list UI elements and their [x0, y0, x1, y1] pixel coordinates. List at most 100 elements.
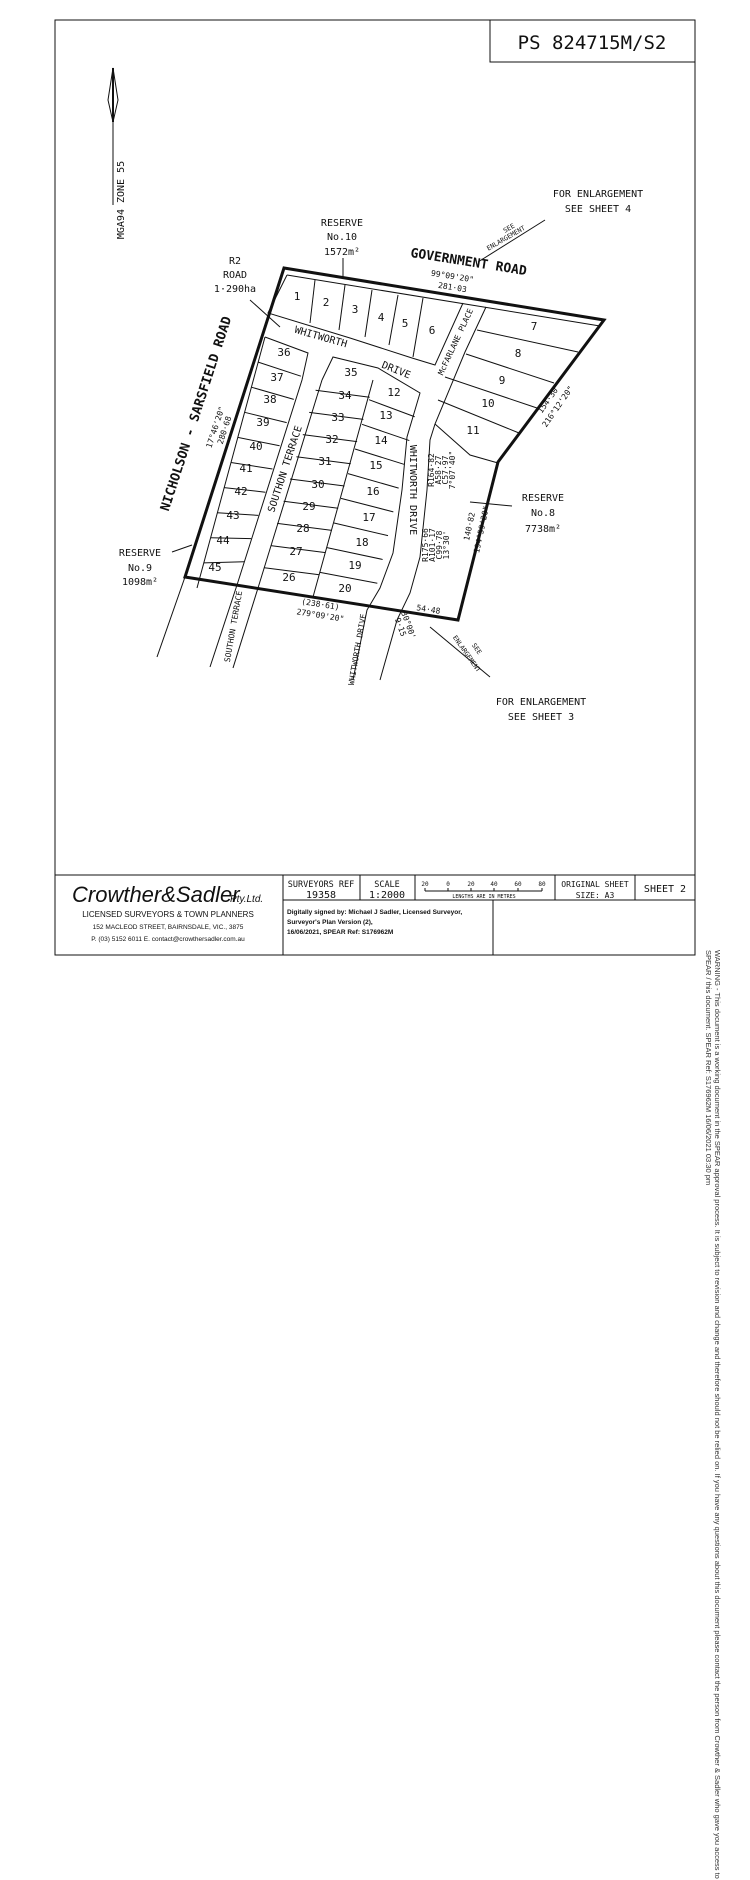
scale-bar [424, 888, 543, 892]
surveyors-ref: 19358 [306, 890, 336, 901]
scale-caption: LENGTHS ARE IN METRES [452, 894, 515, 900]
lot-38: 38 [263, 393, 276, 406]
lot-divider [230, 462, 273, 470]
lot-divider [319, 571, 378, 584]
reserve-10-title: RESERVE [321, 218, 363, 229]
lot-41: 41 [239, 462, 252, 475]
reserve-9-area: 1098m² [122, 577, 158, 588]
firm-tagline: LICENSED SURVEYORS & TOWN PLANNERS [82, 910, 254, 919]
plan-number-box [489, 19, 696, 63]
lot-divider [210, 537, 252, 540]
reserve-8-title: RESERVE [522, 493, 564, 504]
lot-27: 27 [289, 545, 302, 558]
warning-text: WARNING - This document is a working doc… [704, 950, 722, 1879]
sheet-number: SHEET 2 [644, 884, 686, 895]
lot-9: 9 [499, 374, 506, 387]
reserve-9-number: No.9 [128, 563, 152, 574]
subdivision-boundary [183, 266, 607, 622]
curve1-arc: A58·27 [434, 455, 443, 484]
survey-plan: PS 824715M/S2 MGA94 ZONE 55 [54, 19, 696, 956]
lot-divider [368, 399, 415, 418]
lot-42: 42 [234, 485, 247, 498]
reserve-10-area: 1572m² [324, 247, 360, 258]
scale-tick-4: 40 [490, 881, 498, 888]
lot-34: 34 [338, 389, 352, 402]
lot-28: 28 [296, 522, 309, 535]
road-r2-label: R2 ROAD 1·290ha [214, 256, 281, 328]
lot-19: 19 [348, 559, 361, 572]
enlargement-top-line1: FOR ENLARGEMENT [553, 189, 643, 200]
lot-29: 29 [302, 500, 315, 513]
lot-divider [302, 434, 358, 443]
lot-3: 3 [352, 303, 359, 316]
lot-35: 35 [344, 366, 357, 379]
lot-divider [361, 423, 410, 442]
r2-type: ROAD [223, 270, 247, 281]
lot-divider [354, 448, 405, 465]
lot-33: 33 [331, 411, 344, 424]
r2-title: R2 [229, 256, 241, 267]
lot-dividers [203, 361, 415, 584]
lot-36: 36 [277, 346, 290, 359]
r2-area: 1·290ha [214, 284, 256, 295]
scale-tick-6: 80 [538, 881, 546, 888]
lot-divider [296, 456, 351, 465]
lot-divider [237, 436, 280, 447]
lot-divider [340, 497, 394, 513]
lot-divider [333, 522, 389, 537]
lot-divider [251, 386, 294, 400]
scale-label: SCALE [374, 880, 400, 890]
lot-32: 32 [325, 433, 338, 446]
zone-label: MGA94 ZONE 55 [116, 161, 127, 239]
lot-4: 4 [378, 311, 385, 324]
lot-divider [224, 487, 266, 493]
curve1-angle: 7°07'40" [448, 451, 457, 490]
lot-37: 37 [270, 371, 283, 384]
lot-15: 15 [369, 459, 382, 472]
curve1-radius: R164·82 [427, 453, 436, 487]
lot-divider [289, 478, 345, 487]
bottom-right-length: 54·48 [416, 603, 441, 616]
lot-18: 18 [355, 536, 368, 549]
lot-divider [270, 545, 326, 554]
lot-labels: 1 2 3 4 5 6 7 8 9 10 11 12 13 14 15 16 1… [208, 290, 537, 595]
reserve-8-label: RESERVE No.8 7738m² [469, 493, 564, 535]
lot-2: 2 [323, 296, 330, 309]
lot-divider [203, 561, 245, 564]
curve1-chord: C57·97 [441, 455, 450, 484]
lot-31: 31 [318, 455, 331, 468]
enlargement-bottom-line1: FOR ENLARGEMENT [496, 697, 586, 708]
lot-20: 20 [338, 582, 351, 595]
top-length: 281·03 [437, 281, 467, 294]
signature-line-3: 16/06/2021, SPEAR Ref: S176962M [287, 929, 393, 936]
signature-line-1: Digitally signed by: Michael J Sadler, L… [287, 909, 462, 916]
reserve-9-label: RESERVE No.9 1098m² [119, 544, 193, 588]
surveyors-ref-label: SURVEYORS REF [288, 880, 355, 890]
scale-tick-1: 20 [421, 881, 429, 888]
lot-divider [258, 361, 302, 377]
lot-17: 17 [362, 511, 375, 524]
lot-40: 40 [249, 440, 262, 453]
firm-address: 152 MACLEOD STREET, BAIRNSDALE, VIC., 38… [93, 924, 244, 931]
reserve-10-number: No.10 [327, 232, 357, 243]
curve2-chord: C99·78 [435, 530, 444, 559]
whitworth-drive-label-mid: WHITWORTH DRIVE [407, 445, 418, 535]
lot-39: 39 [256, 416, 269, 429]
reserve-8-area: 7738m² [525, 524, 561, 535]
lot-14: 14 [374, 434, 388, 447]
lot-divider [326, 547, 383, 560]
enlargement-top-arrow [477, 219, 546, 263]
lot-16: 16 [366, 485, 379, 498]
lot-26: 26 [282, 571, 295, 584]
lot-divider [244, 411, 287, 424]
plan-number: PS 824715M/S2 [518, 32, 667, 54]
lot-divider [283, 500, 339, 509]
curve2-radius: R175·66 [421, 528, 430, 562]
original-sheet-label: ORIGINAL SHEET [561, 880, 629, 889]
lot-divider [264, 567, 320, 576]
whitworth-drive-label-low: WHITWORTH DRIVE [347, 613, 368, 686]
lot-divider [347, 473, 399, 489]
lot-11: 11 [466, 424, 479, 437]
scale-tick-3: 20 [467, 881, 475, 888]
title-block: Crowther&Sadler Pty.Ltd. LICENSED SURVEY… [54, 874, 696, 956]
